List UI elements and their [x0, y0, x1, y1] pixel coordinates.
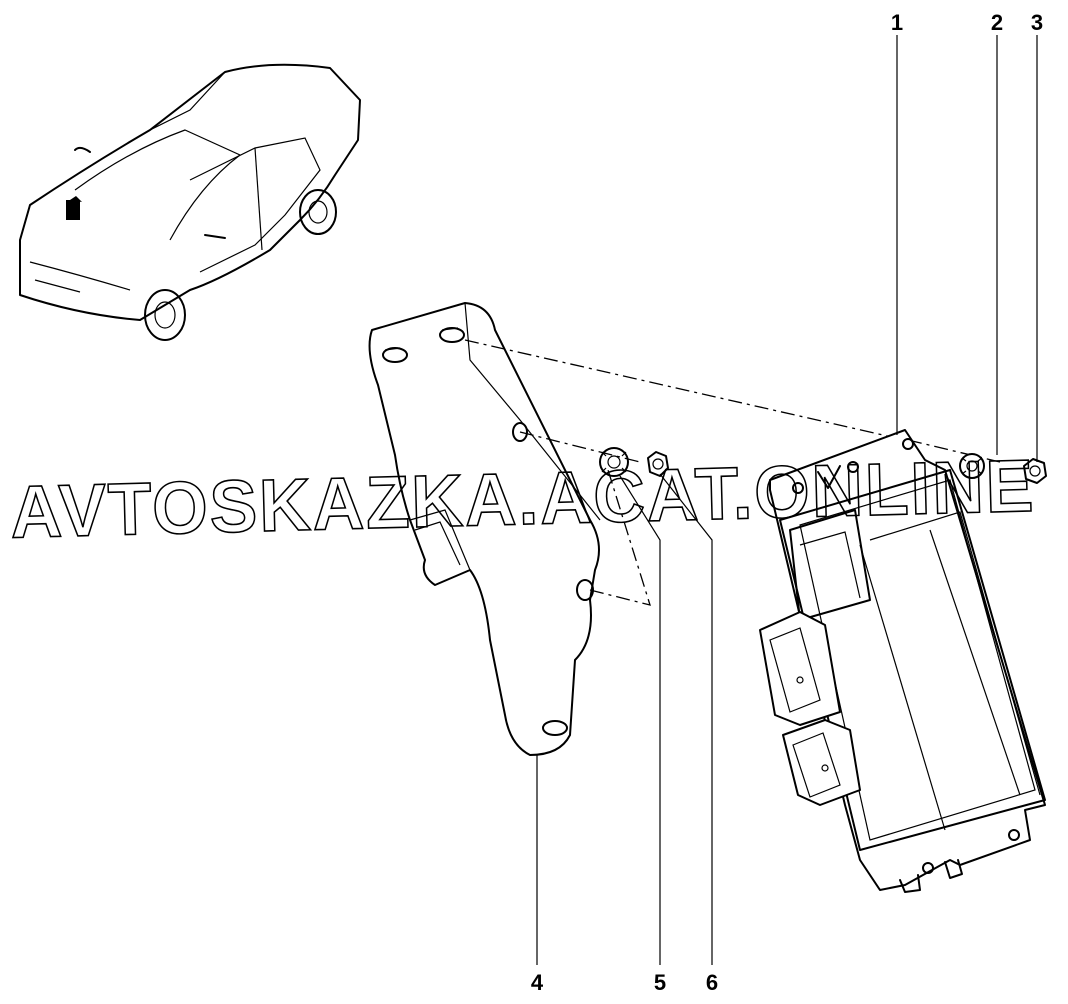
control-unit — [759, 429, 1046, 893]
callout-4: 4 — [531, 970, 544, 995]
washer-part-5 — [599, 447, 629, 477]
nut-part-6 — [647, 451, 669, 477]
car-location-icon — [19, 63, 361, 341]
callout-2: 2 — [991, 10, 1003, 35]
nut-part-3 — [1023, 458, 1047, 484]
alignment-line — [464, 339, 906, 441]
callout-6: 6 — [706, 970, 718, 995]
callout-5: 5 — [654, 970, 666, 995]
alignment-line — [589, 469, 651, 606]
alignment-line — [519, 431, 641, 463]
leader-lines — [536, 35, 1038, 965]
bracket — [368, 302, 601, 756]
callout-1: 1 — [891, 10, 903, 35]
callout-3: 3 — [1031, 10, 1043, 35]
washer-part-2 — [959, 453, 985, 479]
alignment-line — [907, 439, 1001, 463]
